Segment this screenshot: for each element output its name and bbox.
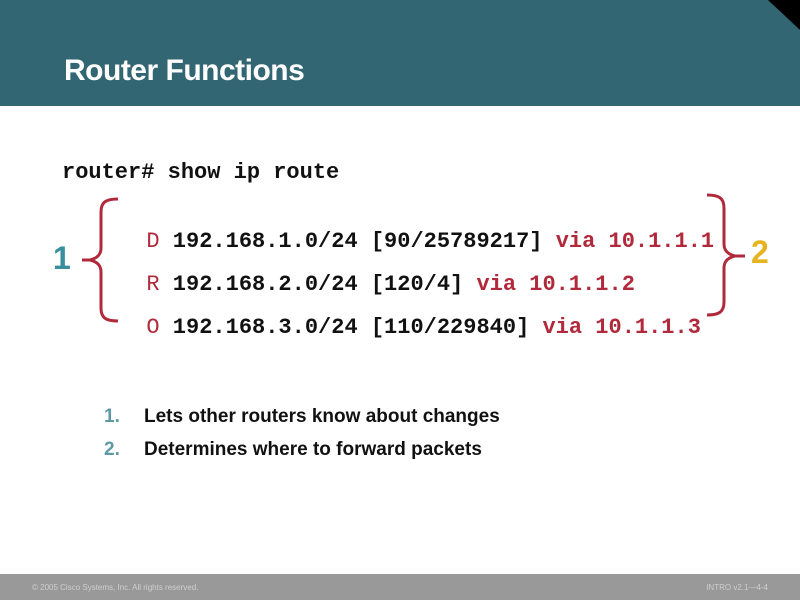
- slide-footer: © 2005 Cisco Systems, Inc. All rights re…: [0, 574, 800, 600]
- callout-1: 1: [53, 240, 71, 276]
- route-next-hop: via 10.1.1.3: [542, 315, 701, 340]
- header-corner-decoration: [768, 0, 800, 30]
- list-number: 1.: [104, 406, 120, 427]
- route-row: R 192.168.2.0/24 [120/4] via 10.1.1.2: [120, 247, 635, 297]
- slide-header: Router Functions: [0, 0, 800, 106]
- list-item: 2. Determines where to forward packets: [104, 439, 500, 472]
- route-code: O: [146, 315, 160, 340]
- route-next-hop: via 10.1.1.1: [555, 229, 715, 254]
- route-row: O 192.168.3.0/24 [110/229840] via 10.1.1…: [120, 290, 701, 340]
- list-number: 2.: [104, 439, 120, 460]
- route-network: 192.168.1.0/24 [90/25789217]: [159, 229, 556, 254]
- route-network: 192.168.3.0/24 [110/229840]: [159, 315, 543, 340]
- left-brace-icon: [82, 197, 119, 323]
- command-line: router# show ip route: [62, 160, 340, 185]
- right-brace-icon: [706, 193, 745, 317]
- list-item: 1. Lets other routers know about changes: [104, 406, 500, 439]
- route-code: R: [146, 272, 160, 297]
- list-text: Lets other routers know about changes: [144, 406, 500, 427]
- route-network: 192.168.2.0/24 [120/4]: [159, 272, 477, 297]
- copyright-text: © 2005 Cisco Systems, Inc. All rights re…: [32, 583, 199, 592]
- route-code: D: [146, 229, 160, 254]
- callout-2: 2: [751, 234, 769, 270]
- route-next-hop: via 10.1.1.2: [476, 272, 635, 297]
- function-list: 1. Lets other routers know about changes…: [104, 406, 500, 472]
- route-row: D 192.168.1.0/24 [90/25789217] via 10.1.…: [120, 204, 714, 254]
- course-label: INTRO v2.1—4-4: [706, 583, 768, 592]
- slide-title: Router Functions: [64, 54, 305, 87]
- list-text: Determines where to forward packets: [144, 439, 482, 460]
